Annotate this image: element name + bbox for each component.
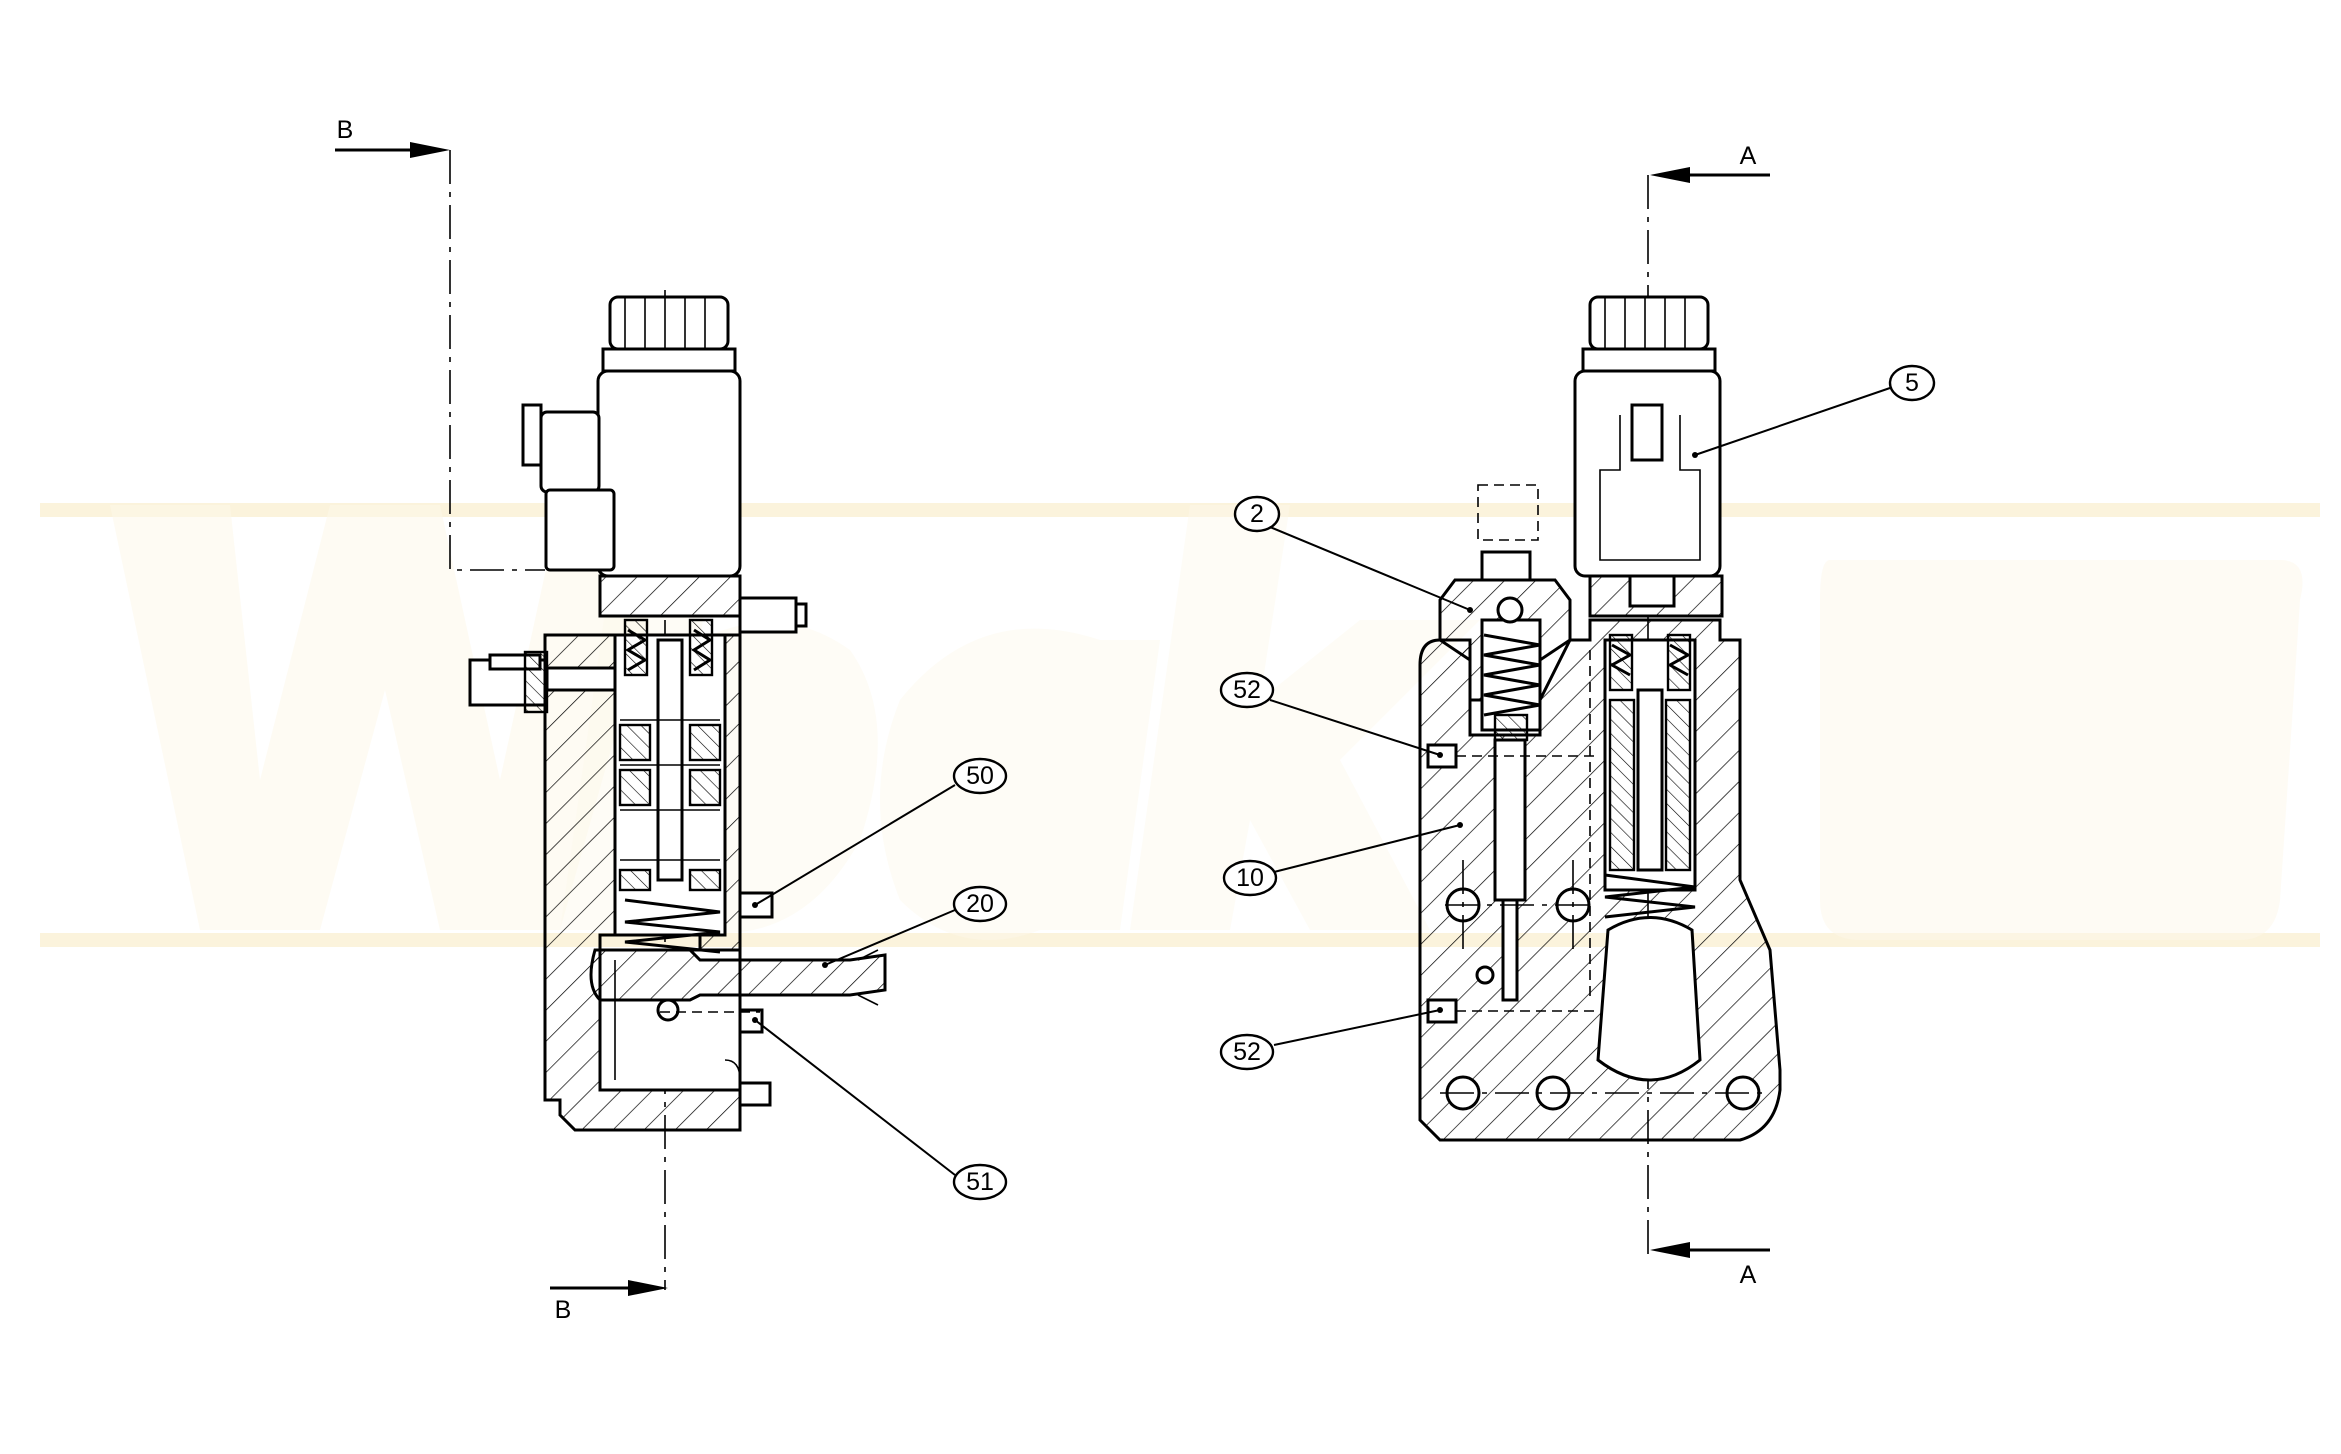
watermark — [40, 503, 2320, 947]
bolt-51 — [738, 1008, 764, 1034]
spool-left — [618, 638, 722, 892]
balloon-10-label: 10 — [1236, 864, 1264, 892]
section-letter-a-top: A — [1740, 142, 1757, 170]
solenoid-knob — [608, 295, 730, 351]
balloon-52-upper-label: 52 — [1233, 676, 1261, 704]
balloon-20-label: 20 — [966, 890, 994, 918]
port-bore — [1596, 916, 1702, 1082]
balloon-50-label: 50 — [966, 762, 994, 790]
mounting-holes — [1440, 860, 1770, 1111]
section-letter-b-bottom: B — [555, 1296, 572, 1324]
balloon-10 — [1222, 859, 1278, 897]
spool-right — [1604, 633, 1696, 919]
balloon-52-lower — [1219, 1033, 1275, 1071]
balloon-5 — [1888, 364, 1936, 402]
solenoid-coil — [596, 369, 742, 578]
balloon-51 — [952, 1163, 1008, 1201]
callouts: 5 2 52 10 52 50 20 51 — [752, 364, 1936, 1201]
section-letter-a-bottom: A — [1740, 1261, 1757, 1289]
balloon-52-upper — [1219, 671, 1275, 709]
side-fitting-left — [468, 650, 617, 714]
right-section-view — [1418, 167, 1782, 1258]
solenoid-knob-right — [1588, 295, 1710, 351]
balloon-2 — [1233, 495, 1281, 533]
spring-upper-left — [623, 618, 714, 677]
solenoid-coil-5 — [1573, 369, 1722, 578]
balloon-5-label: 5 — [1905, 369, 1919, 397]
section-letter-b-top: B — [337, 116, 354, 144]
left-section-view — [335, 142, 887, 1296]
balloon-2-label: 2 — [1250, 500, 1264, 528]
balloon-20 — [952, 885, 1008, 923]
balloon-50 — [952, 757, 1008, 795]
balloon-52-lower-label: 52 — [1233, 1038, 1261, 1066]
spring-lower-left — [624, 898, 721, 954]
lever-arm-20 — [589, 948, 887, 1002]
electrical-connector — [539, 410, 601, 494]
balloon-51-label: 51 — [966, 1168, 994, 1196]
